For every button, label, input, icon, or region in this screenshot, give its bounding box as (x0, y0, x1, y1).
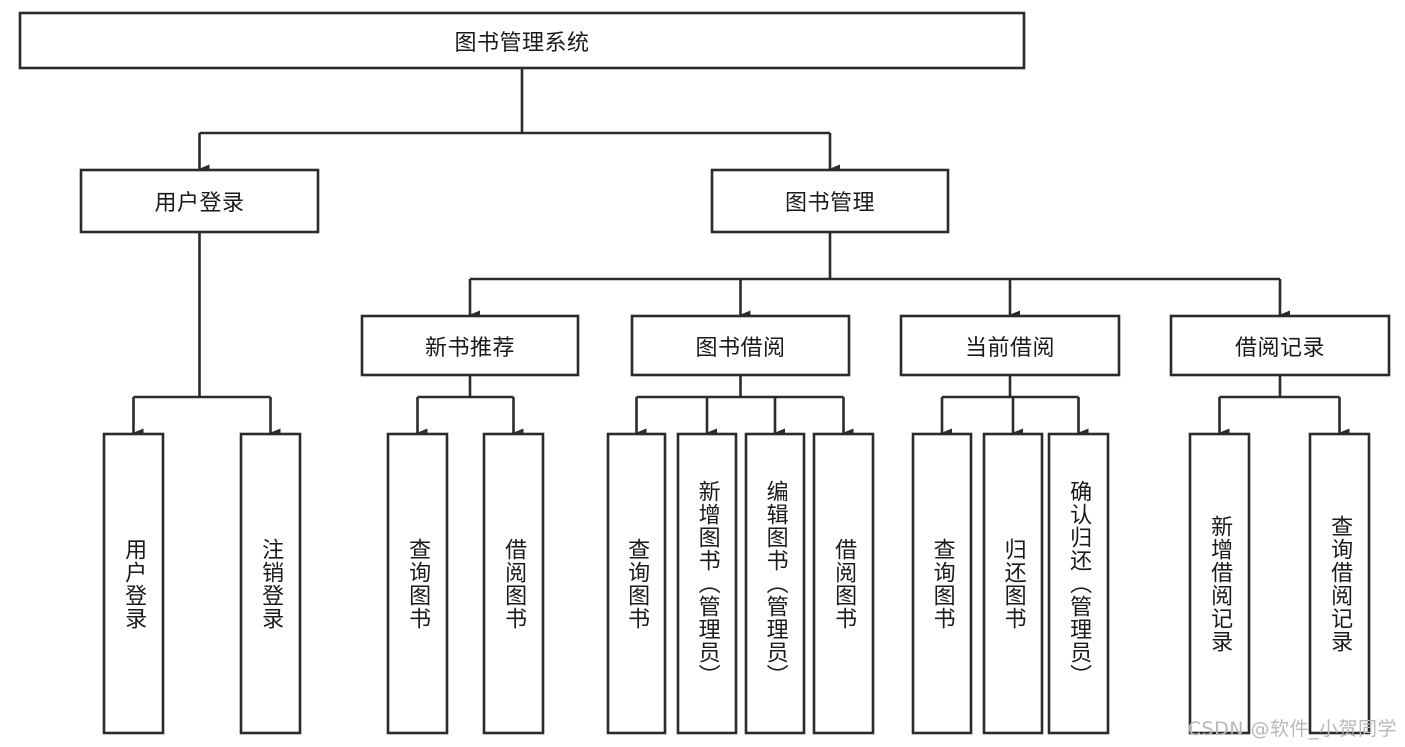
node-box-user-login[interactable] (79, 168, 320, 234)
node-box-current-borrow[interactable] (899, 314, 1121, 377)
node-box-leaf-return-book[interactable] (982, 432, 1044, 735)
node-box-book-borrow[interactable] (630, 314, 851, 377)
watermark-text: CSDN @软件_小贺同学 (1187, 718, 1397, 740)
node-box-borrow-record[interactable] (1169, 314, 1391, 377)
node-box-leaf-query-borrow-record[interactable] (1308, 432, 1371, 735)
node-box-leaf-user-login[interactable] (102, 432, 165, 735)
node-box-leaf-add-borrow-record[interactable] (1188, 432, 1251, 735)
node-box-leaf-edit-book-admin[interactable] (744, 432, 806, 735)
node-box-leaf-logout[interactable] (239, 432, 302, 735)
node-box-leaf-borrow-book[interactable] (812, 432, 875, 735)
node-box-leaf-borrow-book-recommend[interactable] (482, 432, 545, 735)
connectors-layer (132, 68, 1350, 438)
node-box-leaf-query-book-recommend[interactable] (386, 432, 449, 735)
node-box-new-book-recommend[interactable] (360, 314, 580, 377)
node-box-leaf-confirm-return-admin[interactable] (1047, 432, 1110, 735)
node-box-book-management[interactable] (710, 168, 950, 234)
node-box-leaf-query-book-current[interactable] (911, 432, 973, 735)
node-box-root[interactable] (18, 11, 1026, 70)
node-box-leaf-add-book-admin[interactable] (676, 432, 738, 735)
node-box-leaf-query-book-borrow[interactable] (606, 432, 667, 735)
boxes-layer (18, 11, 1391, 735)
